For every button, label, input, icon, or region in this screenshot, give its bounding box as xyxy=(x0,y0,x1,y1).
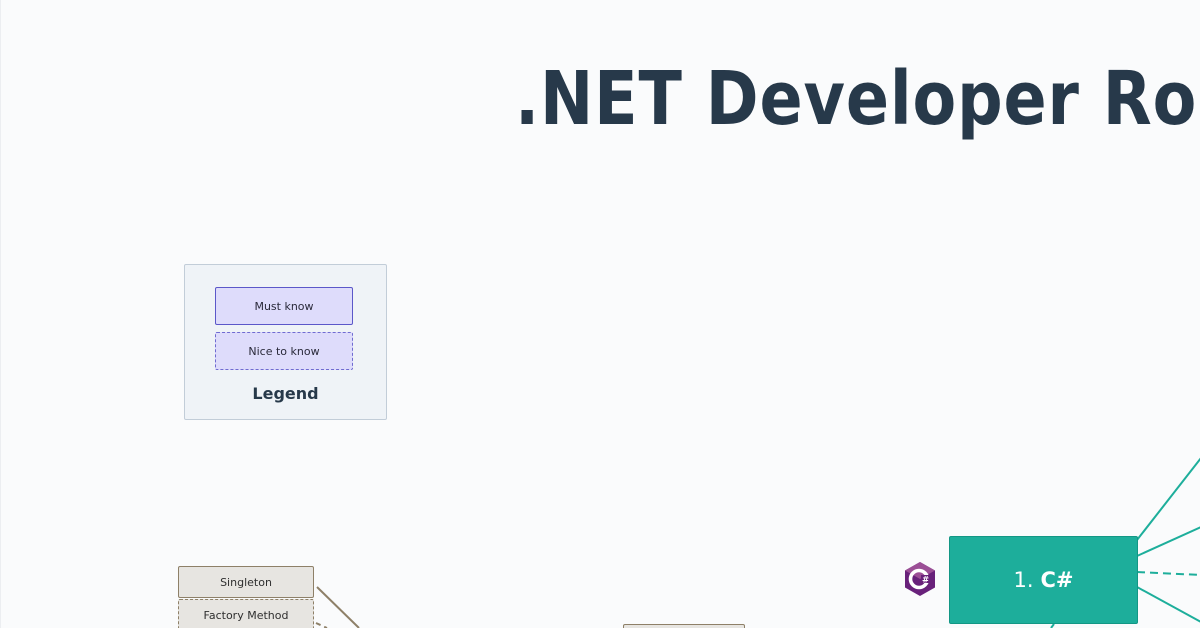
connector-csharp-right-dashed xyxy=(1136,571,1200,576)
node-csharp[interactable]: 1. C# xyxy=(949,536,1138,624)
node-csharp-number: 1. xyxy=(1013,568,1034,592)
connector-singleton xyxy=(316,586,360,628)
legend-nice-to-know: Nice to know xyxy=(215,332,353,370)
node-partial-bottom[interactable] xyxy=(623,624,745,628)
node-factory-method[interactable]: Factory Method xyxy=(178,599,314,628)
connector-factory-method xyxy=(315,622,328,628)
legend-panel: Must know Nice to know Legend xyxy=(184,264,387,420)
node-csharp-label: C# xyxy=(1040,568,1074,592)
page-title: .NET Developer Roa xyxy=(515,56,1200,142)
csharp-logo-icon: # xyxy=(905,562,935,596)
legend-must-know: Must know xyxy=(215,287,353,325)
legend-title: Legend xyxy=(252,384,319,403)
connector-csharp-right-upper xyxy=(1136,526,1200,557)
node-singleton[interactable]: Singleton xyxy=(178,566,314,598)
svg-text:#: # xyxy=(922,576,929,586)
connector-csharp-down xyxy=(1050,623,1055,628)
connector-csharp-up xyxy=(1136,457,1200,541)
connector-csharp-right-lower xyxy=(1136,586,1200,623)
